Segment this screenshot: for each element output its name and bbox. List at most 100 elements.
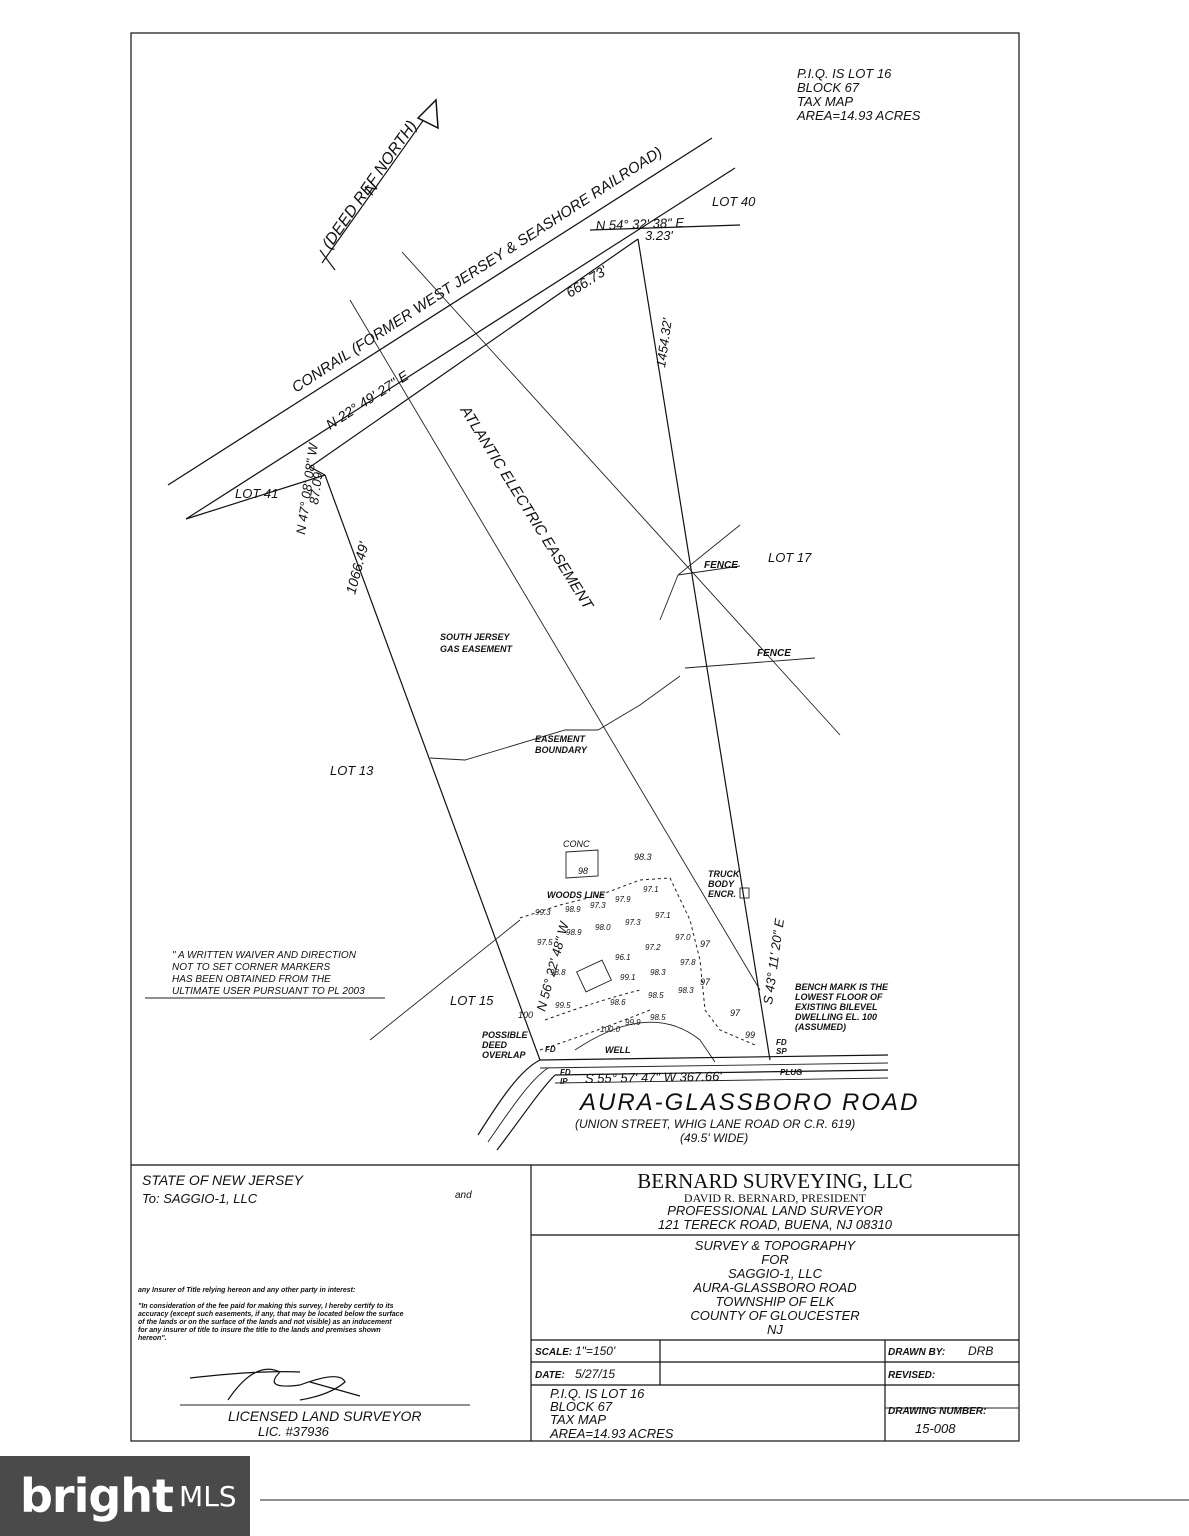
client-label: To: SAGGIO-1, LLC	[142, 1191, 258, 1206]
spot-elevation: 97.3	[625, 918, 641, 927]
license-label: LIC. #37936	[258, 1424, 330, 1439]
project-line: TOWNSHIP OF ELK	[716, 1294, 836, 1309]
lot-41-label: LOT 41	[235, 486, 278, 501]
spot-elevation: 98.3	[650, 968, 666, 977]
piq-line: BLOCK 67	[797, 80, 860, 95]
bearing-east: S 43° 11' 20" E	[760, 917, 787, 1005]
sheet-border	[130, 32, 1020, 1442]
scale-label: SCALE:	[535, 1347, 572, 1358]
spot-elevation: 97	[700, 939, 711, 949]
surveyor-label: LICENSED LAND SURVEYOR	[228, 1408, 421, 1424]
easement-boundary-label: EASEMENT	[535, 734, 587, 744]
bearing-west: N 56° 22' 48" W	[533, 919, 572, 1013]
waiver-line: HAS BEEN OBTAINED FROM THE	[172, 974, 331, 985]
spot-elevation: 98.0	[595, 923, 611, 932]
and-label: and	[455, 1190, 472, 1201]
topo-area: WOODS LINE 98.3 97 97 97 99 100	[518, 852, 756, 1063]
contour-line	[539, 1009, 651, 1051]
concrete-pad: CONC 98	[563, 839, 599, 879]
fd-label: FD	[545, 1045, 556, 1054]
date-label: DATE:	[535, 1370, 565, 1381]
road-width: (49.5' WIDE)	[680, 1131, 748, 1145]
spot-elevation: 98.3	[678, 986, 694, 995]
lot-40-label: LOT 40	[712, 194, 756, 209]
spot-elevation: 97.0	[675, 933, 691, 942]
truck-body-marker	[739, 887, 750, 899]
bench-line: LOWEST FLOOR OF	[795, 992, 883, 1002]
spot-elevation: 99	[745, 1030, 755, 1040]
certification-line: "In consideration of the fee paid for ma…	[138, 1303, 394, 1310]
spot-elevation: 100.0	[600, 1025, 621, 1034]
waiver-line: " A WRITTEN WAIVER AND DIRECTION	[172, 950, 357, 961]
certification-line: hereon".	[138, 1335, 167, 1342]
bench-mark-note: BENCH MARK IS THE LOWEST FLOOR OF EXISTI…	[795, 982, 889, 1032]
distance-east: 1454.32'	[653, 317, 675, 369]
fence-label: FENCE	[757, 648, 791, 659]
brightmls-logo: bright MLS	[0, 1456, 250, 1536]
spot-elevation: 98.9	[565, 905, 581, 914]
spot-elevation: 99.9	[625, 1018, 641, 1027]
bench-line: BENCH MARK IS THE	[795, 982, 889, 992]
state-label: STATE OF NEW JERSEY	[142, 1172, 305, 1188]
conc-value: 98	[578, 866, 588, 876]
railroad-label: CONRAIL (FORMER WEST JERSEY & SEASHORE R…	[289, 144, 665, 397]
spot-elevation: 98.5	[650, 1013, 666, 1022]
lot-17-label: LOT 17	[768, 550, 812, 565]
waiver-line: NOT TO SET CORNER MARKERS	[172, 962, 330, 973]
piq-line: BLOCK 67	[550, 1399, 613, 1414]
company-name: BERNARD SURVEYING, LLC	[637, 1169, 912, 1193]
fd-ip-label: FD	[560, 1068, 571, 1077]
road: FD FD IP FD SP PLUG S 55° 57' 47" W 367.…	[477, 1038, 919, 1151]
lot-13-label: LOT 13	[330, 763, 374, 778]
spot-elevation: 97.1	[655, 911, 671, 920]
project-line: AURA-GLASSBORO ROAD	[692, 1280, 856, 1295]
truck-label: TRUCK	[708, 869, 741, 879]
conc-label: CONC	[563, 839, 590, 849]
spot-elevation: 99.3	[535, 908, 551, 917]
contour-line	[544, 989, 641, 1021]
piq-line: P.I.Q. IS LOT 16	[797, 66, 892, 81]
piq-line: TAX MAP	[550, 1412, 606, 1427]
project-line: NJ	[767, 1322, 783, 1337]
distance-west: 1066.49'	[342, 539, 372, 596]
spot-elevation: 97	[730, 1008, 741, 1018]
fd-ip-label: IP	[560, 1077, 568, 1086]
dwelling-footprint	[576, 959, 612, 993]
spot-elevation: 96.1	[615, 953, 631, 962]
spot-elevation: 97.8	[680, 958, 696, 967]
spot-elevations: 99.3 98.9 97.3 97.9 97.1 97.5 98.9 98.0 …	[535, 885, 696, 1034]
logo-suffix: MLS	[179, 1479, 237, 1513]
drawing-number-label: DRAWING NUMBER:	[888, 1406, 986, 1417]
project-line: COUNTY OF GLOUCESTER	[690, 1308, 859, 1323]
spot-elevation: 97	[700, 977, 711, 987]
woods-line-label: WOODS LINE	[547, 890, 606, 900]
revised-label: REVISED:	[888, 1370, 935, 1381]
overlap-label: DEED	[482, 1040, 508, 1050]
certification-line: of the lands or on the surface of the la…	[138, 1319, 392, 1326]
spot-elevation: 99.5	[555, 1001, 571, 1010]
railroad: CONRAIL (FORMER WEST JERSEY & SEASHORE R…	[167, 137, 736, 520]
spot-elevation: 98.8	[550, 968, 566, 977]
scale-value: 1"=150'	[575, 1344, 616, 1358]
waiver-note: " A WRITTEN WAIVER AND DIRECTION NOT TO …	[145, 950, 385, 999]
company-profession: PROFESSIONAL LAND SURVEYOR	[667, 1203, 883, 1218]
bearing-road: S 55° 57' 47" W 367.66'	[585, 1069, 723, 1086]
truck-label: ENCR.	[708, 889, 736, 899]
overlap-label: POSSIBLE	[482, 1030, 529, 1040]
road-name: AURA-GLASSBORO ROAD	[578, 1089, 919, 1116]
distance-top: 3.23'	[645, 228, 673, 243]
piq-line: TAX MAP	[797, 94, 853, 109]
project-line: FOR	[761, 1252, 788, 1267]
date-value: 5/27/15	[575, 1367, 615, 1381]
lot-15-label: LOT 15	[450, 993, 494, 1008]
title-block: STATE OF NEW JERSEY To: SAGGIO-1, LLC an…	[131, 1164, 1019, 1441]
spot-elevation: 97.9	[615, 895, 631, 904]
company-address: 121 TERECK ROAD, BUENA, NJ 08310	[658, 1217, 893, 1232]
spot-elevation: 100	[518, 1010, 533, 1020]
project-line: SAGGIO-1, LLC	[728, 1266, 823, 1281]
spot-elevation: 98.3	[634, 852, 652, 862]
electric-easement-label: ATLANTIC ELECTRIC EASEMENT	[456, 402, 597, 614]
fence: FENCE FENCE	[659, 524, 816, 669]
waiver-line: ULTIMATE USER PURSUANT TO PL 2003	[172, 986, 365, 997]
